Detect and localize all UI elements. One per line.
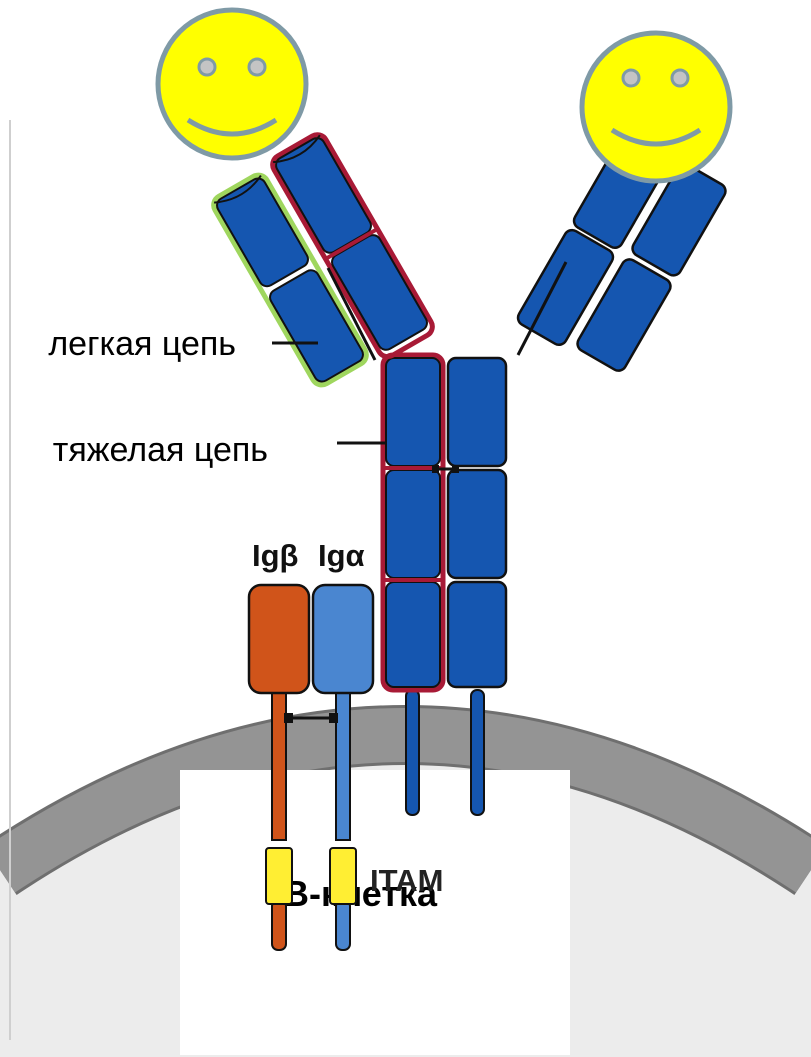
ig-beta-label: Igβ [252,538,298,573]
smiley-face-icon [582,33,730,181]
light-chain-label: легкая цепь [48,325,236,363]
heavy-chain-2 [448,358,506,687]
ig-beta-domain [249,585,309,693]
itam-alpha [330,848,356,904]
ig-alpha-tail [336,900,350,950]
smiley-face-icon [158,10,306,158]
itam-label: ITAM [370,863,443,898]
heavy-chain-2-tm [471,690,484,815]
heavy-chain-1-tm [406,690,419,815]
ig-beta-tail [272,900,286,950]
heavy-chain-label: тяжелая цепь [53,431,268,469]
ig-alpha-domain [313,585,373,693]
ig-alpha-stalk [336,690,350,840]
ig-beta-stalk [272,690,286,840]
ig-alpha-label: Igα [318,538,365,573]
heavy-chain-1 [383,355,443,690]
itam-beta [266,848,292,904]
